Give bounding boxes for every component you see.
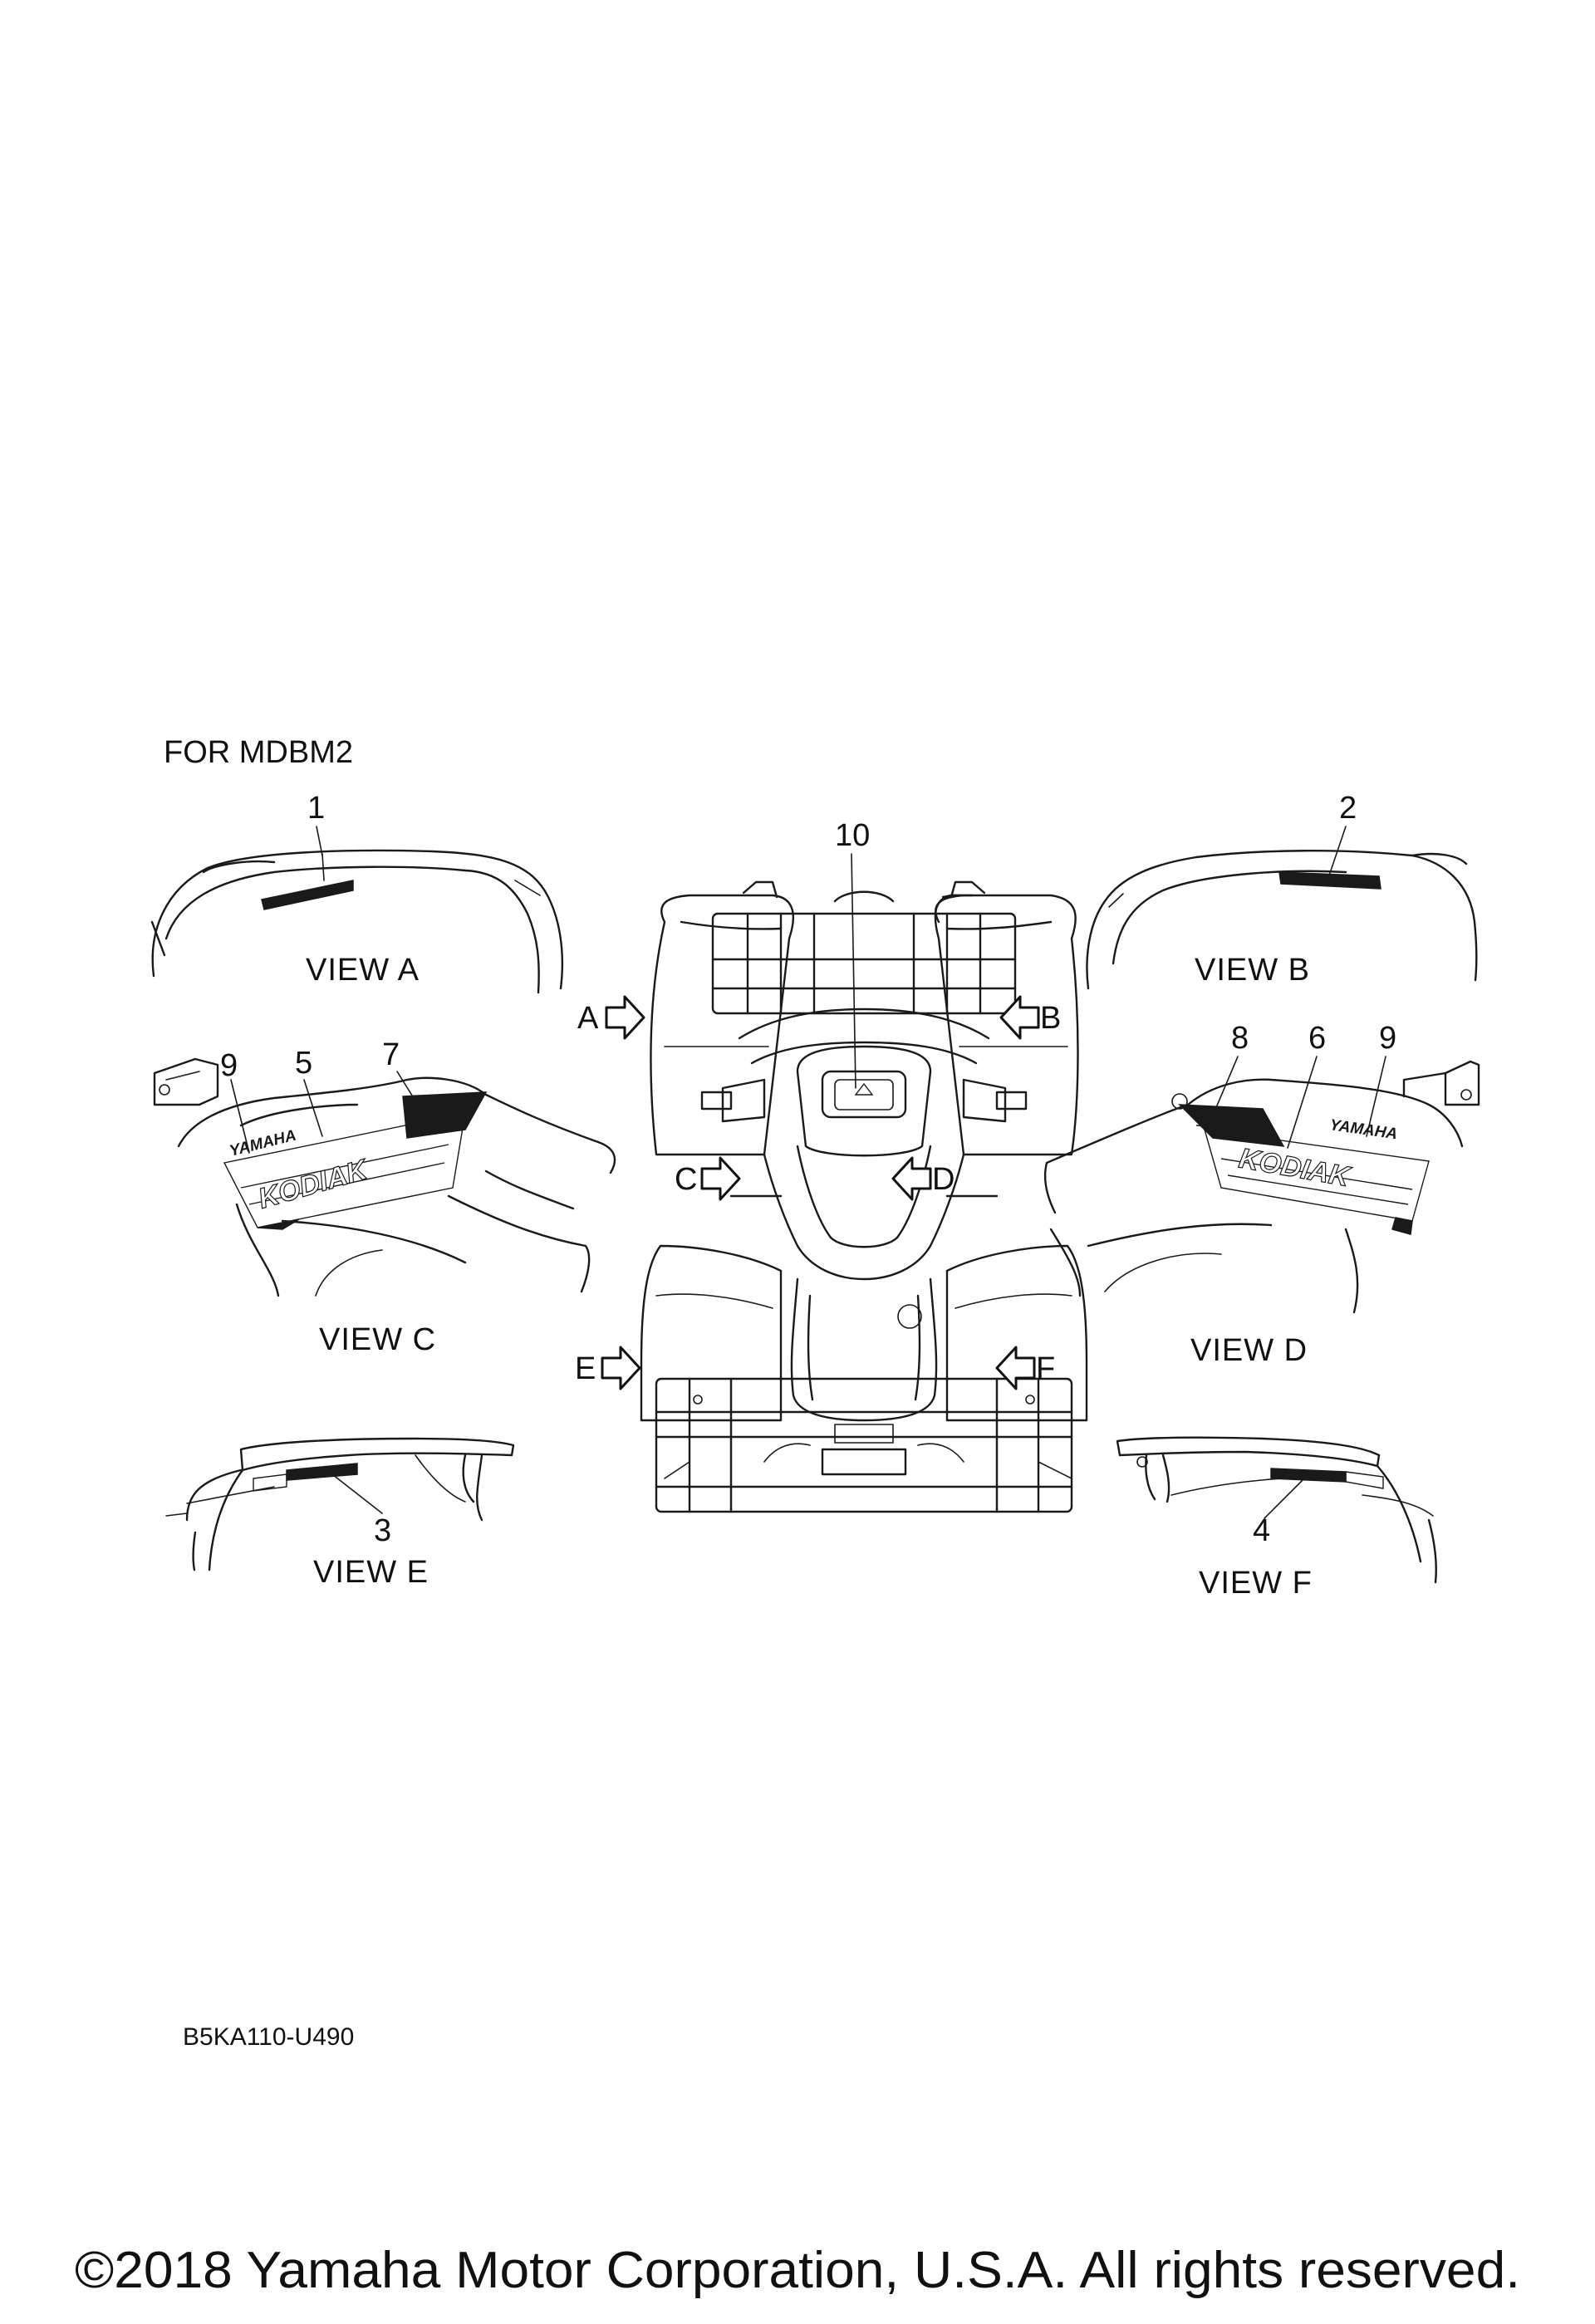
svg-text:B: B — [1040, 1001, 1061, 1036]
arrow-d: D — [891, 1156, 955, 1201]
arrow-b: B — [999, 995, 1061, 1040]
view-c-drawing: YAMAHA KODIAK — [153, 1057, 616, 1297]
callout-10: 10 — [835, 818, 870, 853]
copyright-notice: ©2018 Yamaha Motor Corporation, U.S.A. A… — [75, 2242, 1520, 2299]
decal-model-c: KODIAK — [255, 1154, 373, 1215]
view-a-drawing — [150, 849, 564, 994]
view-e-label: VIEW E — [313, 1555, 429, 1590]
callout-9-d: 9 — [1379, 1021, 1396, 1056]
callout-8: 8 — [1231, 1021, 1249, 1056]
view-a-label: VIEW A — [306, 953, 420, 988]
decal-5-panel — [223, 1112, 466, 1228]
view-b-drawing — [1086, 850, 1478, 990]
decal-8-shape — [1178, 1104, 1285, 1147]
decal-brand-d: YAMAHA — [1328, 1116, 1398, 1143]
callout-6: 6 — [1308, 1021, 1326, 1056]
callout-7: 7 — [382, 1037, 400, 1072]
svg-text:E: E — [575, 1351, 596, 1386]
callout-5: 5 — [295, 1046, 312, 1081]
view-b-label: VIEW B — [1195, 953, 1310, 988]
view-d-drawing: YAMAHA KODIAK — [1043, 1060, 1480, 1314]
arrow-a: A — [577, 995, 645, 1040]
svg-text:F: F — [1036, 1351, 1055, 1386]
diagram-code: B5KA110-U490 — [183, 2023, 354, 2051]
decal-7-shape — [402, 1091, 488, 1139]
view-d-label: VIEW D — [1190, 1333, 1308, 1368]
view-f-drawing — [1116, 1436, 1437, 1584]
arrow-f: F — [995, 1346, 1055, 1390]
callout-2: 2 — [1339, 791, 1357, 826]
callout-3: 3 — [374, 1513, 391, 1548]
arrow-e: E — [575, 1346, 641, 1390]
decal-2-shape — [1278, 871, 1382, 890]
svg-text:A: A — [577, 1001, 599, 1036]
callout-1: 1 — [307, 791, 325, 826]
svg-text:C: C — [675, 1162, 697, 1197]
decal-3-shape — [286, 1463, 358, 1481]
atv-top-view — [640, 880, 1088, 1513]
decal-1-shape — [261, 880, 354, 910]
arrow-c: C — [675, 1156, 741, 1201]
view-e-drawing — [165, 1437, 515, 1571]
model-label: FOR MDBM2 — [164, 735, 353, 770]
callout-4: 4 — [1253, 1513, 1270, 1548]
svg-text:D: D — [932, 1162, 955, 1197]
callout-9-c: 9 — [220, 1048, 238, 1083]
view-f-label: VIEW F — [1199, 1566, 1313, 1601]
decal-4-shape — [1270, 1468, 1347, 1483]
view-c-label: VIEW C — [319, 1322, 436, 1357]
